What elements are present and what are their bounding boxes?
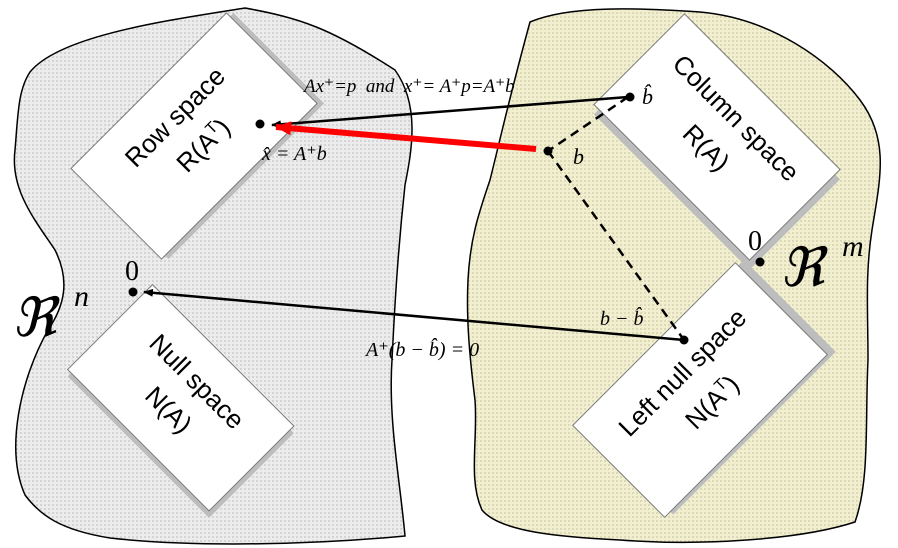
left-origin-label: 0 bbox=[125, 256, 139, 287]
point-right-origin bbox=[755, 257, 765, 267]
left-null-space-box: Left null space N(AT) bbox=[572, 259, 836, 518]
b-hat-label: b̂ bbox=[642, 84, 653, 109]
point-bhat bbox=[625, 92, 635, 102]
point-residual bbox=[679, 335, 689, 345]
column-space-box: Column space R(A) bbox=[593, 13, 841, 270]
dashed-line-bhat-to-b bbox=[547, 95, 629, 153]
arrow-residual-to-zero bbox=[143, 288, 685, 342]
point-b bbox=[543, 146, 553, 156]
residual-label: b − b̂ bbox=[600, 306, 644, 330]
arrow-bhat-to-xplus bbox=[271, 95, 629, 129]
red-arrow-b-to-xplus bbox=[275, 121, 537, 152]
dashed-line-b-to-residual bbox=[546, 150, 686, 341]
null-space-box: Null space N(A) bbox=[66, 283, 295, 518]
rm-symbol: ℜ bbox=[780, 238, 829, 298]
rn-symbol: ℜ bbox=[12, 288, 61, 348]
rn-exponent: n bbox=[74, 280, 89, 313]
projection-equation: Ax⁺=p and x⁺= A⁺p=A⁺b bbox=[302, 76, 515, 97]
row-space-box: Row space R(AT) bbox=[70, 12, 325, 260]
rm-label: ℜ m bbox=[780, 230, 864, 298]
rm-exponent: m bbox=[842, 230, 864, 263]
point-xplus bbox=[255, 119, 265, 129]
null-map-equation: A⁺(b − b̂) = 0 bbox=[364, 337, 479, 361]
b-label: b bbox=[573, 144, 584, 169]
point-left-origin bbox=[128, 287, 138, 297]
right-origin-label: 0 bbox=[748, 226, 762, 257]
x-plus-label: x̂ = A⁺b bbox=[261, 143, 327, 165]
rn-label: ℜ n bbox=[12, 280, 89, 348]
